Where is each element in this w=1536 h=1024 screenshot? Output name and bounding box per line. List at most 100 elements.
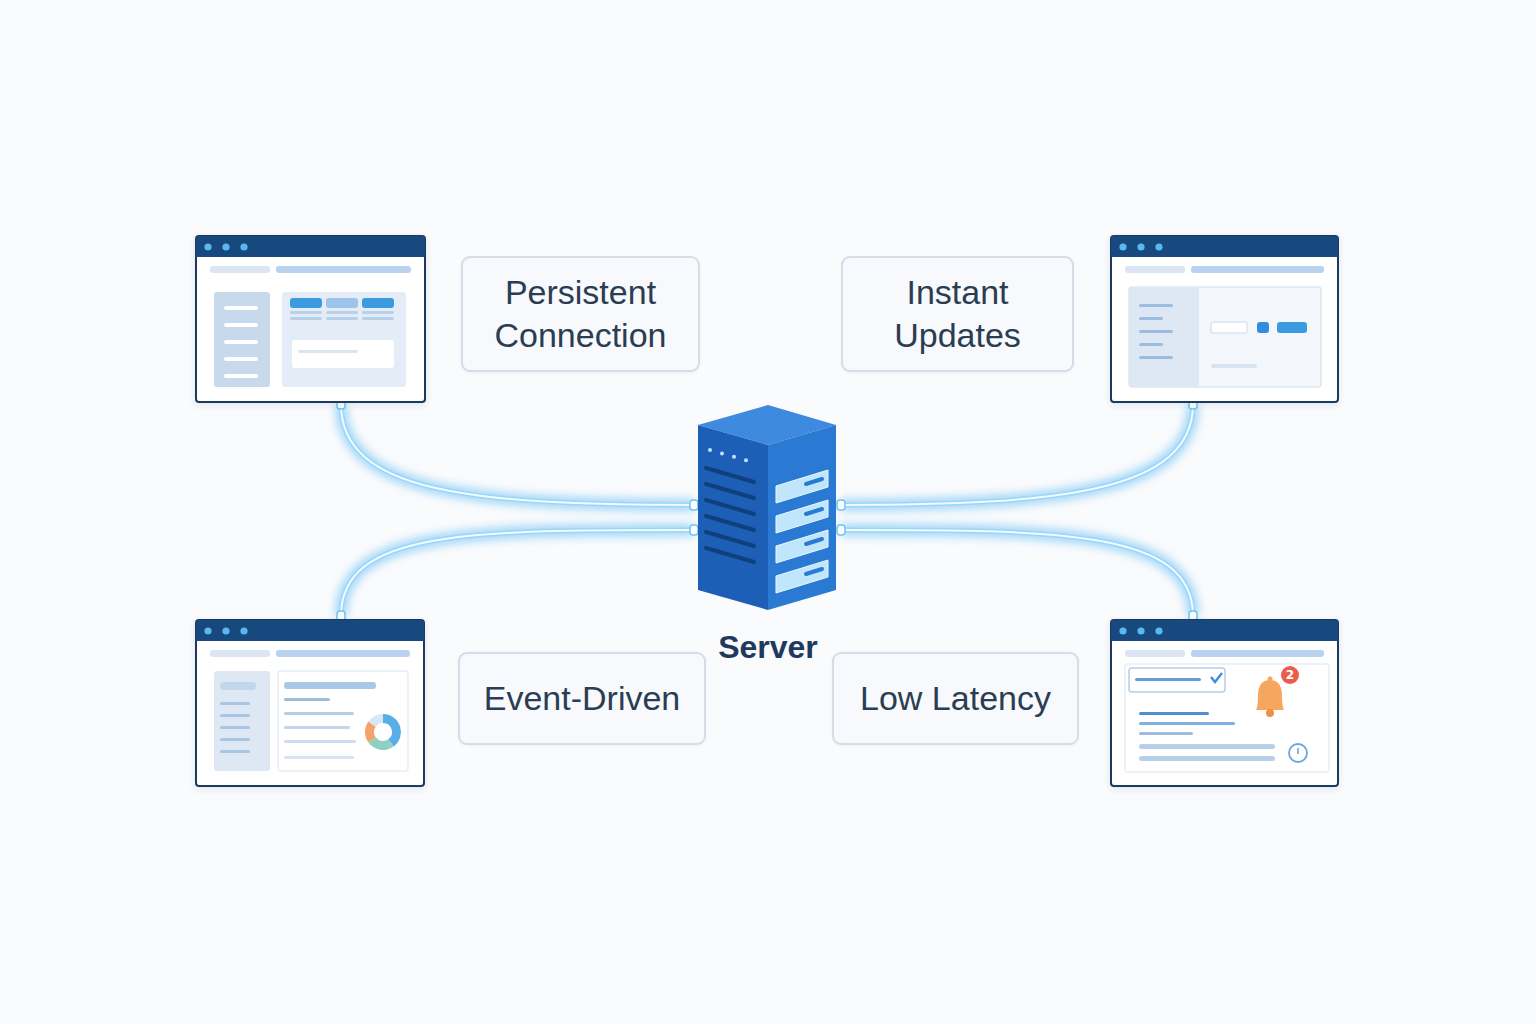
window-dot: [1119, 243, 1126, 250]
feature-text: Persistent Connection: [477, 271, 684, 357]
link-core: [841, 530, 1193, 616]
badge-circle: [1281, 666, 1299, 684]
ui-bar: [1191, 650, 1324, 657]
vent-dot: [720, 451, 724, 455]
ui-panel: [1125, 664, 1329, 772]
feature-text: Instant Updates: [857, 271, 1058, 357]
window-frame: [196, 236, 425, 402]
ui-bar: [1139, 356, 1173, 359]
link-halo: [841, 530, 1193, 616]
vent-line: [706, 468, 754, 482]
bell-body: [1256, 680, 1284, 710]
bell-clapper: [1266, 709, 1274, 717]
link-halo: [341, 404, 694, 505]
ui-bar: [224, 374, 258, 378]
drive-bay: [776, 530, 828, 563]
link-glow: [341, 530, 694, 616]
browser-window: [196, 236, 425, 402]
check-mark: [1211, 673, 1222, 682]
ui-bar: [290, 298, 322, 308]
ui-bar: [1139, 722, 1235, 725]
window-titlebar: [196, 236, 425, 257]
window-titlebar: [196, 620, 424, 641]
vent-dot: [744, 458, 748, 462]
ui-panel: [1129, 287, 1321, 387]
ui-bar: [284, 682, 376, 689]
drive-slot: [806, 569, 822, 574]
ui-bar: [220, 682, 256, 690]
link-glow: [841, 404, 1193, 505]
ui-bar: [1277, 322, 1307, 333]
link-plug: [837, 525, 845, 535]
ui-bar: [214, 292, 270, 387]
drive-bay: [776, 560, 828, 593]
window-dot: [1137, 243, 1144, 250]
feature-text: Event-Driven: [484, 677, 681, 720]
ui-bar: [1257, 322, 1269, 333]
ui-bar: [224, 323, 258, 327]
badge-number: 2: [1281, 666, 1299, 684]
ui-bar: [284, 756, 354, 759]
server-icon: [690, 398, 846, 670]
drive-bay: [776, 500, 828, 533]
window-dot: [222, 243, 229, 250]
ui-bar: [290, 311, 322, 314]
window-dot: [1137, 627, 1144, 634]
ui-bar: [210, 650, 270, 657]
ui-bar: [220, 702, 250, 705]
vent-line: [706, 516, 754, 530]
ui-bar: [220, 726, 250, 729]
ui-bar: [224, 340, 258, 344]
bell-icon: [1256, 677, 1284, 718]
drive-slot: [806, 479, 822, 484]
ui-bar: [284, 698, 330, 701]
window-titlebar: [1111, 236, 1338, 257]
link-plug: [690, 500, 698, 510]
ui-bar: [284, 712, 354, 715]
vent-dot: [708, 448, 712, 452]
vent-line: [706, 484, 754, 498]
ui-bar: [1139, 712, 1209, 715]
ui-bar: [1211, 364, 1257, 368]
ui-bar: [1139, 317, 1163, 320]
link-halo: [341, 530, 694, 616]
window-frame: [1111, 620, 1338, 786]
drive-slot: [806, 539, 822, 544]
ui-input: [1211, 322, 1247, 333]
window-dot: [204, 243, 211, 250]
ui-bar: [362, 317, 394, 320]
ui-card: [292, 340, 394, 368]
link-core: [841, 404, 1193, 505]
donut-slice: [368, 714, 383, 727]
link-glow: [341, 404, 694, 505]
window-frame: [1111, 236, 1338, 402]
ui-input: [1129, 668, 1225, 692]
window-dot: [1155, 627, 1162, 634]
ui-bar: [224, 357, 258, 361]
window-dot: [222, 627, 229, 634]
feature-box: Low Latency: [832, 652, 1079, 745]
window-dot: [204, 627, 211, 634]
feature-box: Instant Updates: [841, 256, 1074, 372]
ui-bar: [290, 317, 322, 320]
ui-bar: [1139, 756, 1275, 761]
ui-bar: [362, 298, 394, 308]
server-node: Server: [690, 398, 846, 670]
vent-line: [706, 500, 754, 514]
bell-top: [1268, 677, 1273, 682]
ui-bar: [326, 311, 358, 314]
ui-bar: [1125, 266, 1185, 273]
link-core: [341, 404, 694, 505]
ui-bar: [326, 298, 358, 308]
ui-bar: [298, 350, 358, 353]
vent-line: [706, 532, 754, 546]
ui-bar: [214, 671, 270, 771]
vent-dot: [732, 455, 736, 459]
vent-line: [706, 548, 754, 562]
ui-bar: [1139, 343, 1163, 346]
ui-bar: [282, 292, 406, 387]
window-titlebar: [1111, 620, 1338, 641]
ui-bar: [1139, 304, 1173, 307]
server-label: Server: [690, 627, 846, 668]
